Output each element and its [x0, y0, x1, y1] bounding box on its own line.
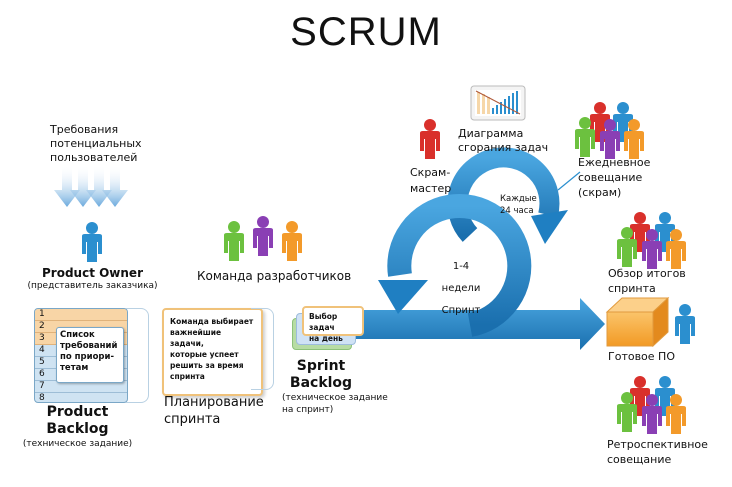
scrum-master-person-icon	[420, 119, 440, 159]
finished-product-box-icon	[605, 296, 670, 348]
sprint-planning-label: Планирование спринта	[164, 394, 264, 428]
daily-cycle-label: Каждые 24 часа	[500, 193, 537, 217]
requirements-line: потенциальных	[50, 137, 142, 150]
requirements-arrows-icon	[54, 165, 128, 207]
product-backlog-subtitle: (техническое задание)	[22, 439, 133, 449]
product-owner-title: Product Owner	[41, 266, 143, 280]
daily-line: совещание	[578, 171, 643, 184]
requirements-label: Требования потенциальных пользователей	[50, 123, 142, 165]
retro-line: Ретроспективное	[607, 438, 708, 451]
finished-product-label: Готовое ПО	[608, 350, 675, 363]
product-owner-subtitle: (представитель заказчика)	[27, 281, 158, 291]
note-line: которые успеет	[170, 350, 239, 359]
customer-person-icon	[675, 304, 695, 344]
note-line: Выбор задач	[309, 312, 338, 332]
card-line: требований	[60, 341, 118, 351]
scrum-master-line: мастер	[410, 182, 452, 195]
sprint-review-label: Обзор итогов спринта	[608, 266, 686, 296]
scrum-master-line: Скрам-	[410, 166, 451, 179]
retro-team-icon	[617, 376, 686, 434]
backlog-row: 7	[35, 381, 127, 393]
note-line: решить за время	[170, 361, 244, 370]
requirements-line: пользователей	[50, 151, 138, 164]
retrospective-label: Ретроспективное совещание	[607, 437, 708, 467]
sprint-planning-title: Планирование	[164, 395, 264, 410]
sprint-backlog-title: Sprint	[296, 358, 346, 374]
daily-pointer-line	[557, 171, 581, 191]
sprint-cycle-label: 1-4 недели Спринт	[432, 256, 490, 322]
product-backlog-card: Список требований по приори- тетам	[56, 327, 124, 383]
backlog-bracket	[126, 308, 149, 403]
planning-bracket	[251, 308, 274, 390]
daily-meeting-label: Ежедневное совещание (скрам)	[578, 155, 650, 200]
backlog-row: 8	[35, 393, 127, 402]
card-line: Список	[60, 330, 95, 340]
burndown-label: Диаграмма сгорания задач	[458, 127, 548, 155]
note-line: на день	[309, 334, 343, 343]
sprint-backlog-subtitle: (техническое задание	[282, 393, 388, 403]
card-line: по приори-	[60, 352, 114, 362]
sprint-backlog-title: Backlog	[289, 375, 353, 391]
daily-meeting-team-icon	[575, 102, 644, 159]
review-line: спринта	[608, 282, 656, 295]
burndown-chart-icon	[470, 85, 526, 121]
sprint-planning-title: спринта	[164, 412, 221, 427]
product-backlog-title: Product	[46, 404, 109, 420]
page-title: SCRUM	[290, 10, 442, 54]
daily-line: (скрам)	[578, 186, 622, 199]
dev-team-label: Команда разработчиков	[197, 269, 352, 283]
card-line: тетам	[60, 363, 89, 373]
burndown-line: Диаграмма	[458, 127, 524, 140]
sprint-duration: 1-4 недели	[441, 261, 481, 294]
sprint-backlog-label: Sprint Backlog (техническое задание на с…	[282, 358, 388, 416]
note-line: спринта	[170, 372, 205, 381]
dev-team-icon	[224, 216, 302, 261]
sprint-backlog-subtitle: на спринт)	[282, 405, 334, 415]
sprint-label: Спринт	[441, 305, 481, 316]
review-line: Обзор итогов	[608, 267, 686, 280]
product-backlog-title: Backlog	[46, 421, 109, 437]
scrum-master-label: Скрам- мастер	[410, 165, 451, 197]
review-team-icon	[617, 212, 686, 269]
product-owner-label: Product Owner (представитель заказчика)	[25, 266, 160, 292]
sprint-backlog-note: Выбор задач на день	[302, 306, 364, 343]
daily-line: Ежедневное	[578, 156, 651, 169]
note-line: важнейшие задачи,	[170, 328, 222, 348]
product-backlog-label: Product Backlog (техническое задание)	[20, 404, 135, 450]
sprint-cycle-arrow-icon	[378, 193, 532, 337]
daily-cycle-line: 24 часа	[500, 206, 534, 216]
burndown-line: сгорания задач	[458, 141, 549, 154]
daily-cycle-line: Каждые	[500, 194, 537, 204]
retro-line: совещание	[607, 453, 672, 466]
backlog-row: 1	[35, 309, 127, 321]
requirements-line: Требования	[50, 123, 119, 136]
sprint-planning-note: Команда выбирает важнейшие задачи, котор…	[162, 308, 263, 396]
product-owner-person-icon	[82, 222, 102, 262]
note-line: Команда выбирает	[170, 317, 254, 326]
